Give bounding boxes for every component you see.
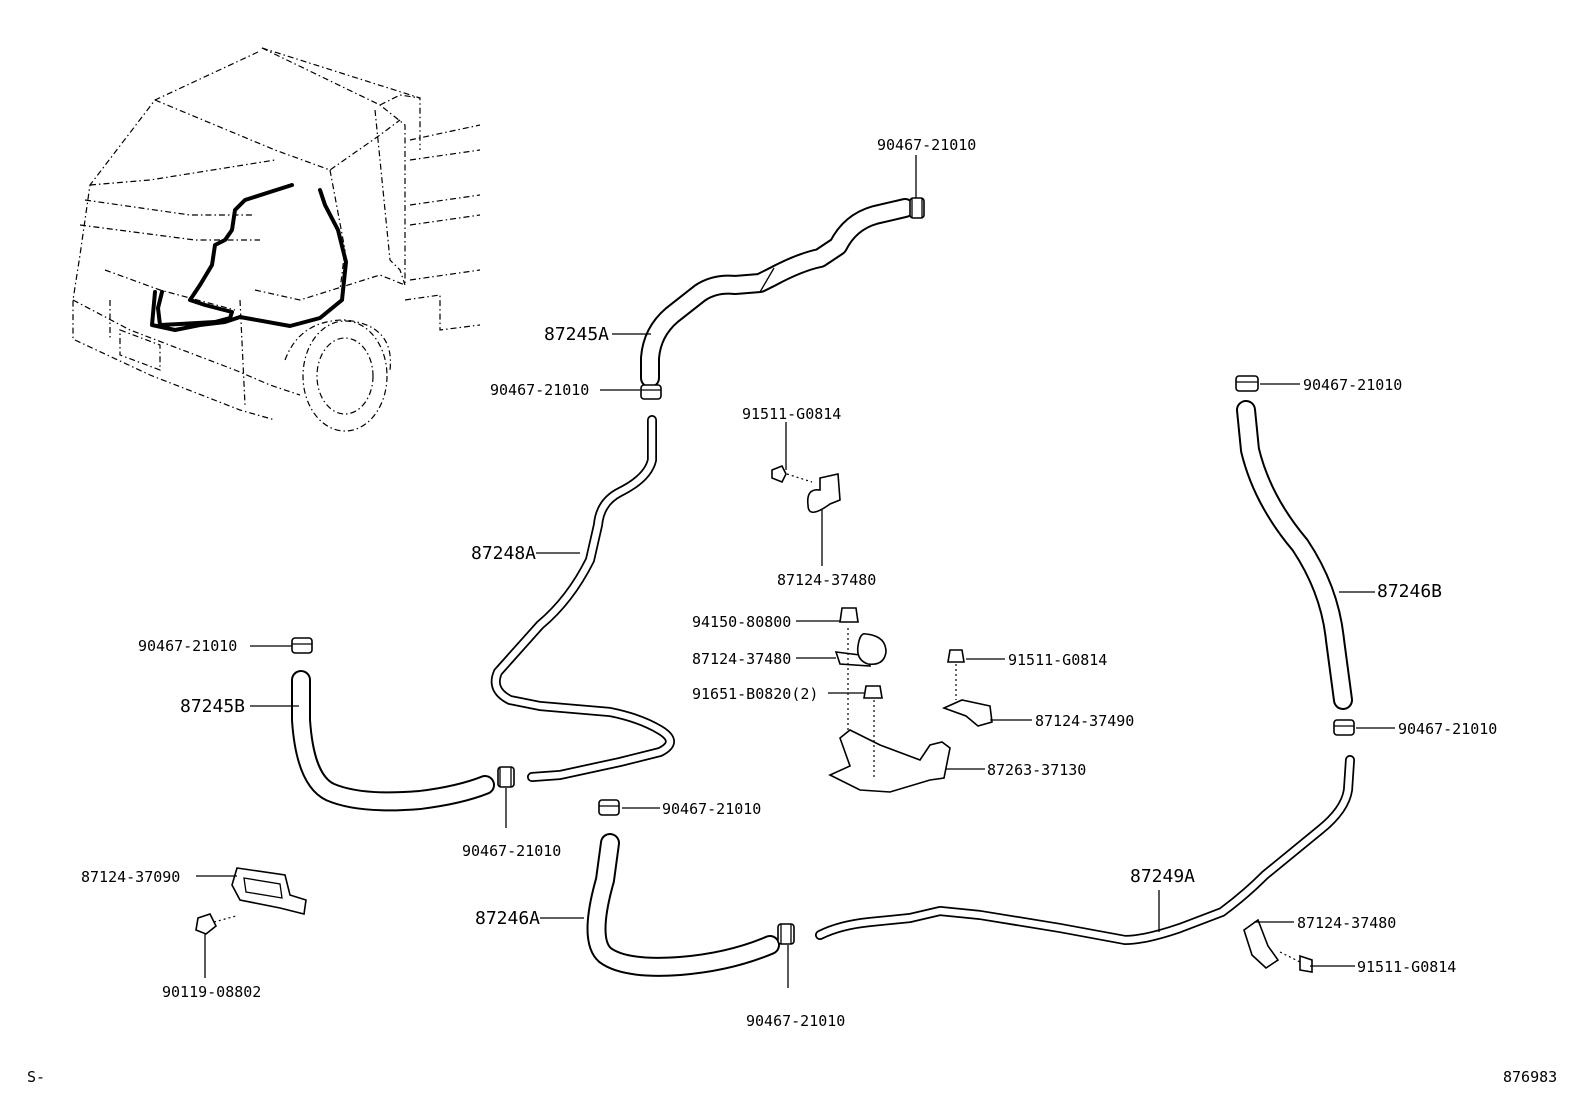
- label-hose-87246a: 87246A: [475, 908, 541, 929]
- truck-location-illustration: [72, 47, 481, 432]
- label-hose-87248a: 87248A: [471, 543, 537, 564]
- label-clamp-h: 90467-21010: [1398, 720, 1498, 738]
- clamp-icon-f: [777, 923, 795, 945]
- bolt-icon-c: [947, 649, 965, 700]
- label-clamp-87124-37090: 87124-37090: [81, 868, 181, 886]
- label-bolt-a: 91511-G0814: [742, 405, 842, 423]
- label-clamp-87124-a: 87124-37480: [777, 571, 877, 589]
- bracket-icon-87263: [828, 628, 951, 793]
- label-clamp-c: 90467-21010: [138, 637, 238, 655]
- footer-illustration-number: 876983: [1503, 1068, 1558, 1086]
- clamp-icon-d: [497, 766, 515, 788]
- hose-clip-icon-a: [806, 473, 841, 514]
- label-bolt-91651: 91651-B0820(2): [692, 685, 819, 703]
- label-clamp-b: 90467-21010: [490, 381, 590, 399]
- label-hose-87246b: 87246B: [1377, 581, 1443, 602]
- label-hose-87245a: 87245A: [544, 324, 610, 345]
- clamp-icon-87124-37090: [231, 867, 307, 915]
- clamp-icon-b: [640, 384, 662, 400]
- clamp-icon-a: [909, 197, 925, 219]
- clamp-icon-c: [291, 637, 313, 654]
- leader-lines: [196, 155, 1395, 988]
- label-clamp-f: 90467-21010: [746, 1012, 846, 1030]
- hose-87246b: [1236, 400, 1353, 710]
- hose-87249a: [815, 755, 1355, 945]
- label-nut-94150: 94150-80800: [692, 613, 792, 631]
- label-clamp-87124-37490: 87124-37490: [1035, 712, 1135, 730]
- label-bolt-90119: 90119-08802: [162, 983, 262, 1001]
- label-bolt-c: 91511-G0814: [1357, 958, 1457, 976]
- bolt-icon-a: [771, 464, 813, 484]
- footer-left-code: S-: [27, 1068, 46, 1086]
- clamp-icon-h: [1333, 719, 1355, 736]
- label-bracket-87263: 87263-37130: [987, 761, 1087, 779]
- label-hose-87249a: 87249A: [1130, 866, 1196, 887]
- label-clamp-87124-b: 87124-37480: [692, 650, 792, 668]
- hose-87248a: [490, 415, 675, 782]
- label-hose-87245b: 87245B: [180, 696, 246, 717]
- label-clamp-87124-c: 87124-37480: [1297, 914, 1397, 932]
- bolt-icon-d: [1279, 951, 1313, 973]
- label-clamp-g: 90467-21010: [1303, 376, 1403, 394]
- hose-clip-icon-c: [1243, 918, 1280, 970]
- bolt-icon-90119: [195, 913, 237, 935]
- label-clamp-d: 90467-21010: [462, 842, 562, 860]
- hose-87245a: [640, 198, 915, 388]
- label-clamp-a: 90467-21010: [877, 136, 977, 154]
- label-clamp-e: 90467-21010: [662, 800, 762, 818]
- clamp-icon-g: [1235, 375, 1259, 392]
- bolt-icon-b: [863, 685, 883, 699]
- clamp-icon-87124-37490: [941, 699, 993, 727]
- hose-87246a: [586, 833, 780, 977]
- nut-icon: [839, 607, 859, 623]
- hose-clip-icon-b: [834, 632, 887, 667]
- label-bolt-b: 91511-G0814: [1008, 651, 1108, 669]
- hose-87245b: [291, 670, 495, 812]
- clamp-icon-e: [598, 799, 620, 816]
